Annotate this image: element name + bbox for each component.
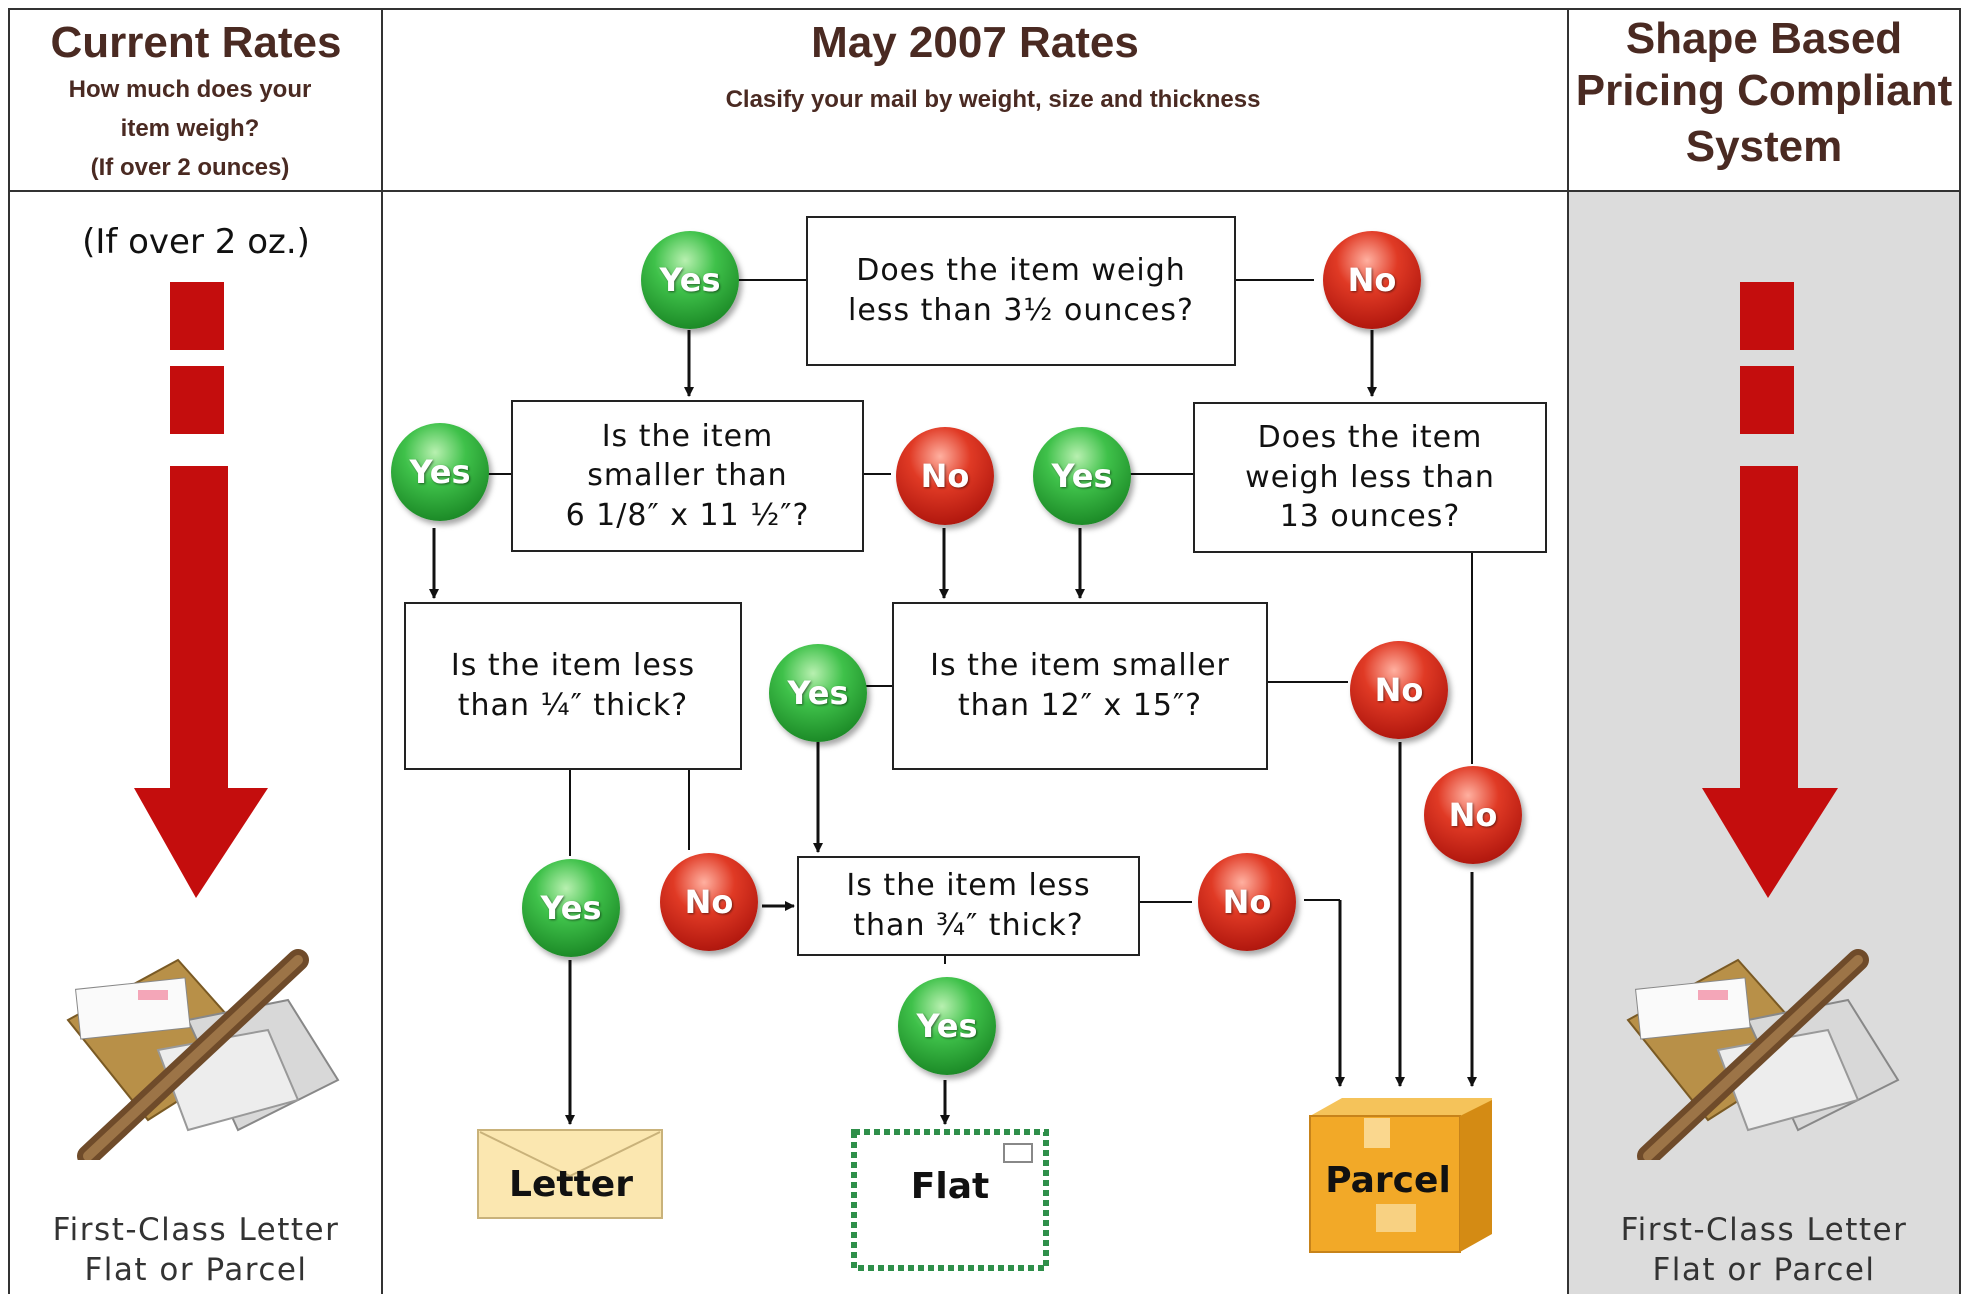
- may-2007-subtitle: Clasify your mail by weight, size and th…: [725, 86, 1261, 113]
- right-down-arrow: [1702, 282, 1838, 898]
- current-rates-title: Current Rates: [50, 18, 342, 67]
- shape-result-line-2: Flat or Parcel: [1652, 1252, 1876, 1288]
- yes-badge: Yes: [1033, 427, 1131, 525]
- shape-title-1: Shape Based: [1625, 14, 1903, 63]
- yes-badge: Yes: [641, 231, 739, 329]
- outcome-flat: Flat: [910, 1165, 990, 1207]
- letter-envelope-icon: [477, 1129, 663, 1219]
- question-size-letter: Is the item smaller than 6 1/8″ x 11 ½″?: [511, 400, 864, 552]
- yes-badge: Yes: [898, 977, 996, 1075]
- shape-title-3: System: [1685, 122, 1843, 171]
- shape-title-2: Pricing Compliant: [1575, 66, 1953, 115]
- no-badge: No: [1350, 641, 1448, 739]
- outcome-letter: Letter: [509, 1163, 633, 1205]
- question-thickness-three-quarter: Is the item less than ¾″ thick?: [797, 856, 1140, 956]
- yes-badge: Yes: [391, 423, 489, 521]
- mail-pile-icon: [1626, 949, 1900, 1160]
- current-rates-subtitle-2: item weigh?: [120, 115, 260, 142]
- may-2007-title: May 2007 Rates: [811, 18, 1139, 67]
- question-size-flat: Is the item smaller than 12″ x 15″?: [892, 602, 1268, 770]
- yes-badge: Yes: [522, 859, 620, 957]
- current-rates-subtitle-3: (If over 2 ounces): [90, 154, 290, 181]
- current-result-line-1: First-Class Letter: [52, 1212, 340, 1248]
- left-down-arrow: [134, 282, 268, 898]
- outcome-parcel: Parcel: [1325, 1159, 1451, 1201]
- current-rates-subtitle-1: How much does your: [68, 76, 312, 103]
- no-badge: No: [896, 427, 994, 525]
- mail-pile-icon: [66, 949, 340, 1160]
- question-weight-13oz: Does the item weigh less than 13 ounces?: [1193, 402, 1547, 553]
- current-result-line-2: Flat or Parcel: [84, 1252, 308, 1288]
- shape-result-line-1: First-Class Letter: [1620, 1212, 1908, 1248]
- parcel-box-icon: [1309, 1098, 1492, 1253]
- no-badge: No: [660, 853, 758, 951]
- no-badge: No: [1198, 853, 1296, 951]
- no-badge: No: [1323, 231, 1421, 329]
- question-thickness-quarter: Is the item less than ¼″ thick?: [404, 602, 742, 770]
- no-badge: No: [1424, 766, 1522, 864]
- yes-badge: Yes: [769, 644, 867, 742]
- flat-envelope-icon: [851, 1129, 1049, 1271]
- over-2oz-note: (If over 2 oz.): [82, 222, 310, 262]
- question-weight-3-5oz: Does the item weigh less than 3½ ounces?: [806, 216, 1236, 366]
